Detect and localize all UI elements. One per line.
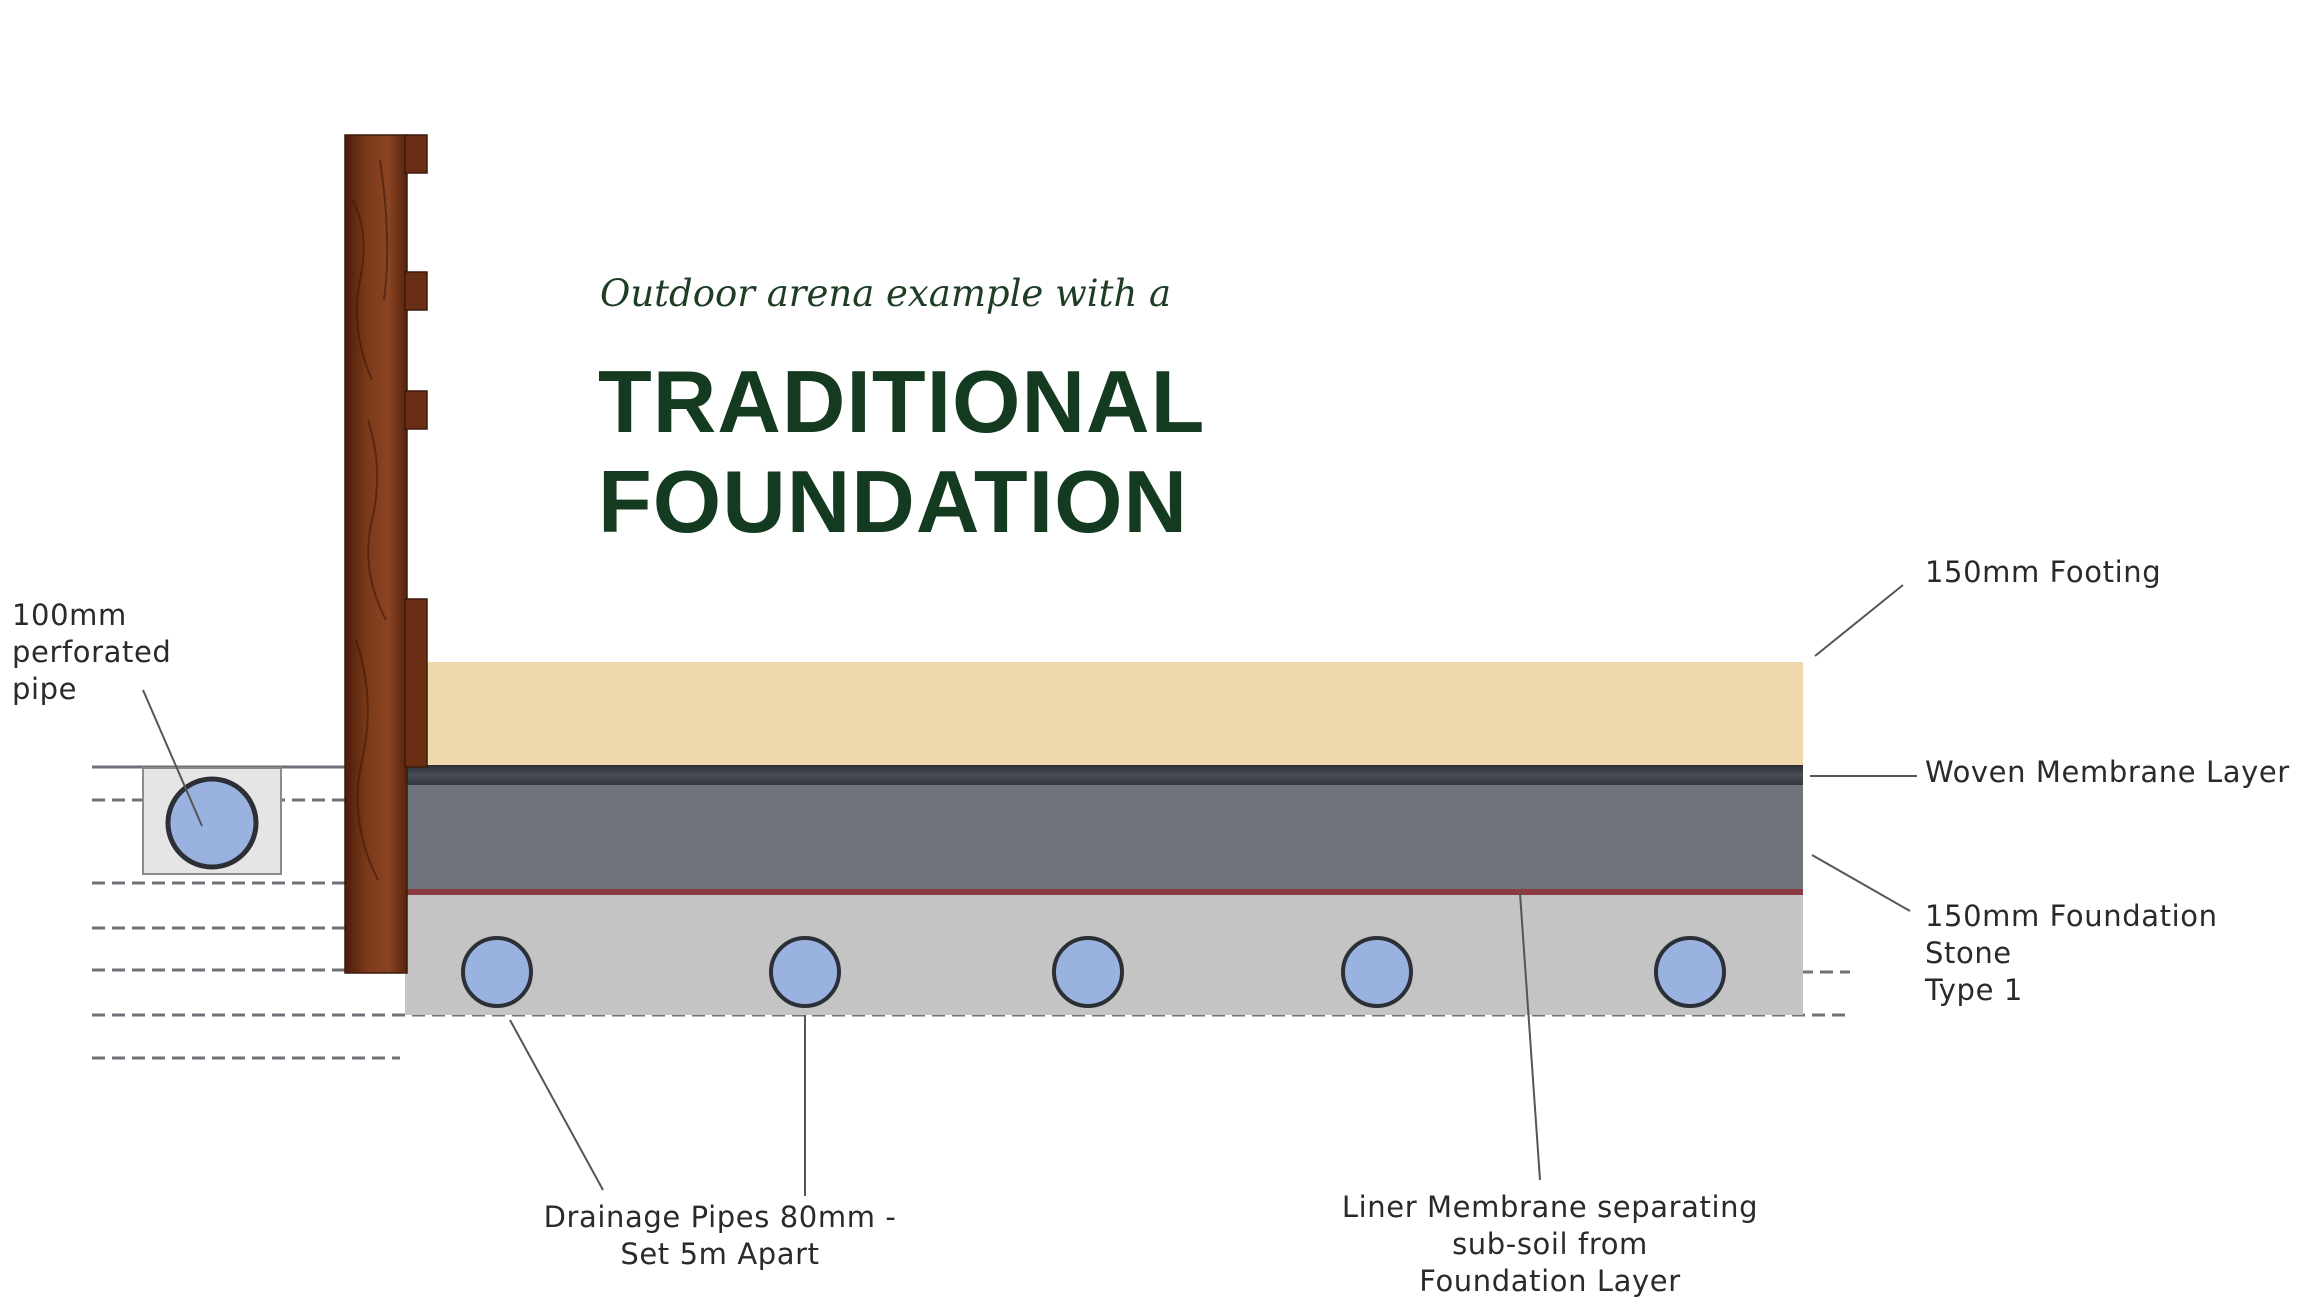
diagram-subtitle: Outdoor arena example with a	[600, 272, 1172, 315]
drainage-pipe	[1341, 936, 1413, 1008]
drainage-pipe	[769, 936, 841, 1008]
liner-membrane-label: Liner Membrane separating sub-soil from …	[1341, 1190, 1759, 1298]
drainage-pipe	[461, 936, 533, 1008]
timber-post	[344, 134, 408, 974]
timber-arena-wall	[344, 134, 428, 974]
perforated-pipe-label: 100mm perforated pipe	[12, 598, 172, 706]
diagram-title: TRADITIONAL FOUNDATION	[598, 352, 1205, 552]
drainage-pipe-leader-1	[509, 1019, 604, 1191]
drainage-pipes	[461, 936, 1726, 1008]
footing-leader	[1814, 584, 1904, 657]
perforated-pipe-leader	[142, 689, 203, 827]
perforated-pipe	[165, 776, 259, 870]
liner-membrane	[405, 889, 1803, 895]
leader-lines	[142, 584, 1917, 1196]
drainage-pipe	[1654, 936, 1726, 1008]
title-line-1: TRADITIONAL	[598, 352, 1206, 451]
kickboard	[404, 134, 428, 174]
footing-label: 150mm Footing	[1925, 555, 2162, 589]
kickboard	[404, 598, 428, 768]
title-line-2: FOUNDATION	[598, 452, 1189, 551]
drainage-pipe	[1052, 936, 1124, 1008]
foundation-stone-layer	[405, 784, 1803, 889]
liner-membrane-leader	[1519, 892, 1541, 1181]
woven-membrane-label: Woven Membrane Layer	[1925, 755, 2290, 789]
foundation-stone-label: 150mm Foundation Stone Type 1	[1925, 899, 2218, 1007]
woven-membrane-layer	[405, 765, 1803, 785]
kickboard	[404, 390, 428, 430]
footing-layer	[425, 662, 1803, 765]
kickboard	[404, 271, 428, 311]
foundation-stone-leader	[1811, 854, 1911, 912]
drainage-pipes-label: Drainage Pipes 80mm - Set 5m Apart	[543, 1200, 897, 1271]
